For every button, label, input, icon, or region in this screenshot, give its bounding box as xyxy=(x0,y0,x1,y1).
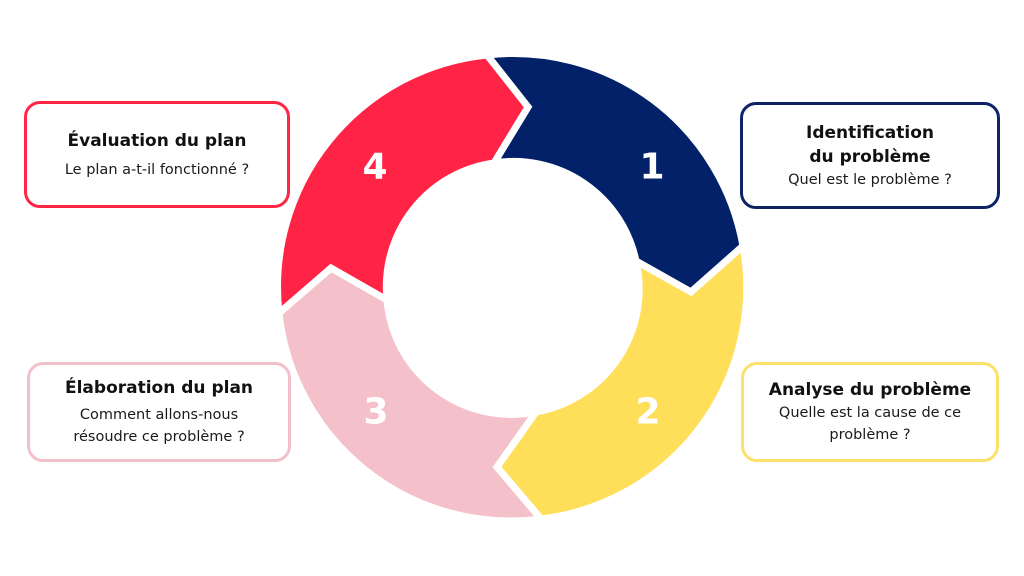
card-title: Évaluation du plan xyxy=(67,130,247,151)
card-elaboration-du-plan: Élaboration du plan Comment allons-nous … xyxy=(27,362,291,462)
card-identification-du-probleme: Identification du problème Quel est le p… xyxy=(740,102,1000,209)
segment-2-arrow xyxy=(492,239,751,523)
segment-3-arrow xyxy=(275,263,548,525)
card-description-line-2: problème ? xyxy=(829,427,911,443)
card-evaluation-du-plan: Évaluation du plan Le plan a-t-il foncti… xyxy=(24,101,290,208)
card-title-line-1: Identification xyxy=(806,122,934,143)
card-analyse-du-probleme: Analyse du problème Quelle est la cause … xyxy=(741,362,999,462)
segment-4-number: 4 xyxy=(362,147,387,188)
segment-1-arrow xyxy=(480,49,747,297)
card-description-line-1: Comment allons-nous xyxy=(79,407,239,423)
segment-4-arrow xyxy=(274,51,533,320)
card-description-line-2: résoudre ce problème ? xyxy=(73,429,245,445)
card-title: Élaboration du plan xyxy=(64,378,254,398)
card-description: Le plan a-t-il fonctionné ? xyxy=(64,161,250,178)
card-description-line-1: Quelle est la cause de ce xyxy=(778,405,962,421)
card-description: Quel est le problème ? xyxy=(788,171,952,188)
card-title: Analyse du problème xyxy=(768,380,972,400)
segment-3-number: 3 xyxy=(363,392,388,433)
card-title-line-2: du problème xyxy=(809,146,931,167)
segment-2-number: 2 xyxy=(635,392,660,433)
segment-1-number: 1 xyxy=(639,147,664,188)
